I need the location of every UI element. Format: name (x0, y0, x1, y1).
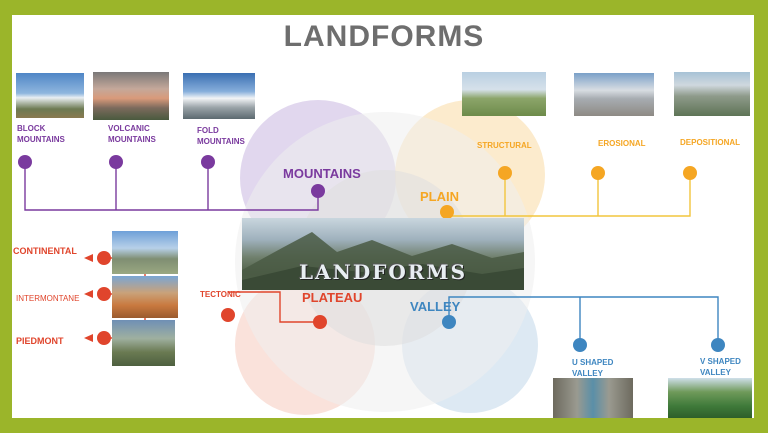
plateau-type-dot-intermontane (97, 287, 111, 301)
structural-plain-label: STRUCTURAL (477, 141, 532, 150)
continental-plateau-photo (112, 231, 178, 274)
u-shaped-valley-label: U SHAPED VALLEY (572, 358, 614, 378)
plain-type-dot-structural (498, 166, 512, 180)
intermontane-plateau-photo (112, 276, 178, 318)
plain-type-dot-erosional (591, 166, 605, 180)
mountains-type-dot-fold (201, 155, 215, 169)
volcanic-mountains-photo (93, 72, 169, 120)
plateau-type-dot-tectonic (221, 308, 235, 322)
piedmont-plateau-label: PIEDMONT (16, 336, 64, 346)
plateau-type-dot-piedmont (97, 331, 111, 345)
block-mountains-label: BLOCK MOUNTAINS (17, 124, 65, 144)
valley-connectors (448, 296, 719, 345)
mountains-type-dot-block (18, 155, 32, 169)
plain-hub-label: PLAIN (420, 189, 459, 204)
valley-hub-label: VALLEY (410, 299, 461, 314)
plateau-hub-dot (313, 315, 327, 329)
valley-hub-dot (442, 315, 456, 329)
structural-plain-photo (462, 72, 546, 116)
v-shaped-valley-label: V SHAPED VALLEY (700, 357, 741, 377)
page-title: LANDFORMS (283, 20, 485, 53)
depositional-plain-photo (674, 72, 750, 116)
piedmont-plateau-photo (112, 320, 175, 366)
volcanic-mountains-label: VOLCANIC MOUNTAINS (108, 124, 156, 144)
fold-mountains-photo (183, 73, 255, 119)
plateau-arrows (84, 254, 93, 342)
center-photo-word: LANDFORMS (298, 260, 468, 284)
erosional-plain-label: EROSIONAL (598, 139, 646, 148)
center-landforms-photo: LANDFORMS (242, 218, 524, 290)
continental-plateau-label: CONTINENTAL (13, 246, 77, 256)
intermontane-plateau-label: INTERMONTANE (16, 294, 80, 303)
mountains-connectors (24, 162, 319, 211)
tectonic-plateau-label: TECTONIC (200, 290, 241, 299)
v-shaped-valley-photo (668, 378, 752, 418)
valley-type-dot-u (573, 338, 587, 352)
mountain-silhouette-icon (242, 232, 524, 290)
block-mountains-photo (16, 73, 84, 118)
plateau-hub-label: PLATEAU (302, 290, 363, 305)
mountains-type-dot-volcanic (109, 155, 123, 169)
valley-type-dot-v (711, 338, 725, 352)
fold-mountains-label: FOLD MOUNTAINS (197, 126, 245, 146)
erosional-plain-photo (574, 73, 654, 116)
mountains-hub-dot (311, 184, 325, 198)
plain-type-dot-depositional (683, 166, 697, 180)
plateau-type-dot-continental (97, 251, 111, 265)
u-shaped-valley-photo (553, 378, 633, 418)
mountains-hub-label: MOUNTAINS (283, 166, 361, 181)
plain-hub-dot (440, 205, 454, 219)
depositional-plain-label: DEPOSITIONAL (680, 138, 741, 147)
